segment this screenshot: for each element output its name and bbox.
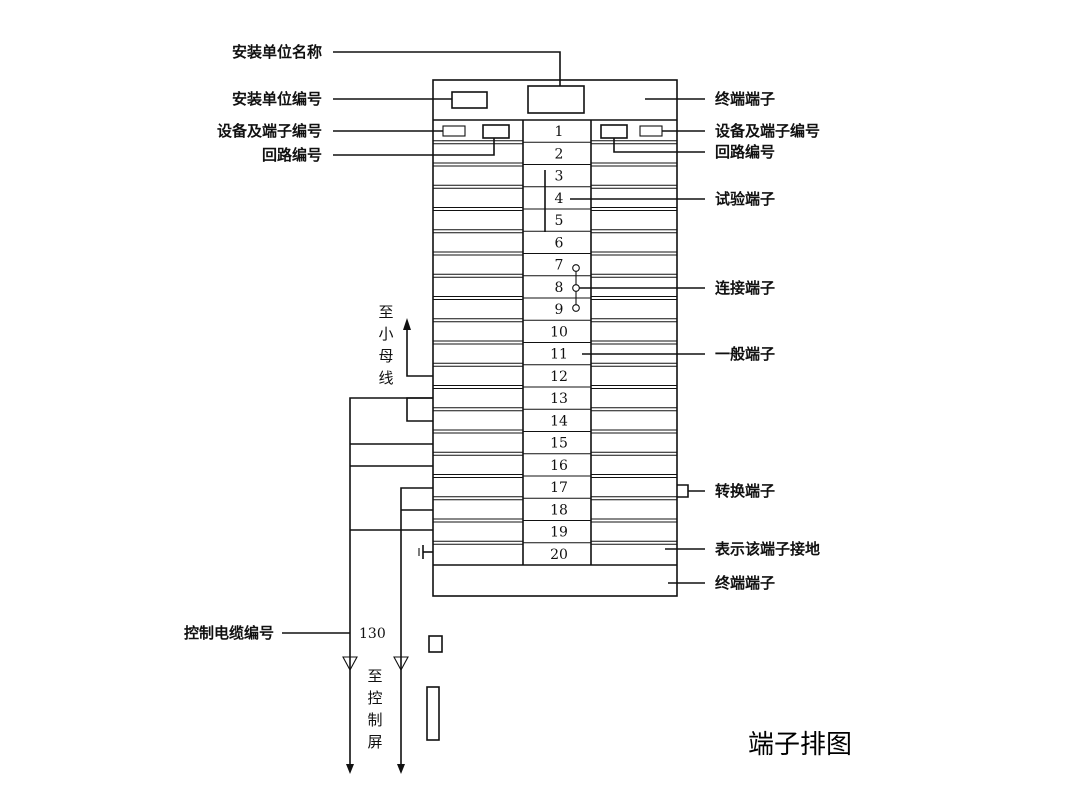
terminal-number-19: 19 (550, 525, 568, 541)
svg-text:至: 至 (378, 303, 393, 321)
ground-terminal-label: 表示该端子接地 (715, 540, 820, 558)
device-code-box-left-a (442, 125, 466, 137)
svg-text:屏: 屏 (367, 733, 382, 751)
svg-text:控: 控 (367, 689, 382, 707)
terminal-number-20: 20 (550, 547, 568, 563)
small-bus-loop-wire (406, 397, 433, 422)
cable-end-marker-icon (342, 656, 358, 672)
terminal-number-11: 11 (550, 347, 568, 363)
svg-text:线: 线 (378, 369, 393, 387)
general-terminal-label: 一般端子 (715, 345, 775, 363)
terminal-number-10: 10 (550, 324, 568, 340)
to-control-panel-text: 至 控 制 屏 (367, 667, 382, 751)
ground-icon (418, 545, 433, 559)
cable-code-label: 控制电缆编号 (184, 624, 274, 642)
up-arrow-icon (403, 318, 411, 330)
circuit-code-left-label: 回路编号 (262, 146, 322, 164)
circuit-code-left-leader (333, 138, 495, 156)
tall-rect-shape (426, 686, 440, 741)
terminal-number-15: 15 (550, 436, 568, 452)
terminal-number-12: 12 (550, 369, 568, 385)
terminal-number-7: 7 (555, 258, 564, 274)
to-small-bus-text: 至 小 母 线 (378, 303, 393, 387)
unit-name-label: 安装单位名称 (232, 43, 322, 61)
terminal-number-2: 2 (555, 146, 564, 162)
terminal-number-18: 18 (550, 502, 568, 518)
control-cable-2-wire (400, 487, 433, 770)
connect-terminal-label: 连接端子 (715, 279, 775, 297)
test-terminal-label: 试验端子 (715, 190, 775, 208)
device-code-box-right-a (600, 124, 628, 139)
unit-code-label: 安装单位编号 (232, 90, 322, 108)
terminal-number-14: 14 (550, 413, 568, 429)
terminal-block-frame (432, 79, 678, 597)
device-code-right-label: 设备及端子编号 (715, 122, 820, 140)
unit-name-box (527, 85, 585, 114)
svg-text:小: 小 (378, 325, 393, 343)
terminal-number-5: 5 (555, 213, 564, 229)
down-arrow-icon (397, 764, 405, 774)
terminal-number-9: 9 (555, 302, 564, 318)
terminal-row-dividers (433, 140, 677, 545)
switch-terminal-label: 转换端子 (715, 482, 775, 500)
circuit-code-right-label: 回路编号 (715, 143, 775, 161)
device-code-left-label: 设备及端子编号 (217, 122, 322, 140)
terminal-number-4: 4 (555, 191, 564, 207)
terminal-number-13: 13 (550, 391, 568, 407)
terminal-number-16: 16 (550, 458, 568, 474)
down-arrow-icon (346, 764, 354, 774)
connect-terminal-links (572, 264, 580, 312)
end-terminal-top-label: 终端端子 (715, 90, 775, 108)
small-square-shape (428, 635, 443, 653)
terminal-number-17: 17 (550, 480, 568, 496)
circuit-code-right-leader (613, 138, 705, 153)
diagram-caption: 端子排图 (748, 730, 852, 760)
control-cable-1-wire (349, 397, 433, 770)
terminal-number-1: 1 (555, 124, 564, 140)
svg-text:制: 制 (367, 711, 382, 729)
terminal-number-6: 6 (555, 235, 564, 251)
svg-text:母: 母 (378, 347, 393, 365)
switch-terminal-bracket (677, 484, 689, 498)
terminal-number-3: 3 (555, 169, 564, 185)
terminal-number-8: 8 (555, 280, 564, 296)
device-code-box-left-b (482, 124, 510, 139)
svg-text:至: 至 (367, 667, 382, 685)
to-small-bus-wire (406, 327, 433, 377)
unit-name-leader (333, 51, 561, 86)
unit-code-box (451, 91, 488, 109)
device-code-box-right-b (639, 125, 663, 137)
cable-end-marker-icon (393, 656, 409, 672)
cable-number: 130 (359, 626, 386, 642)
end-terminal-bottom-label: 终端端子 (715, 574, 775, 592)
